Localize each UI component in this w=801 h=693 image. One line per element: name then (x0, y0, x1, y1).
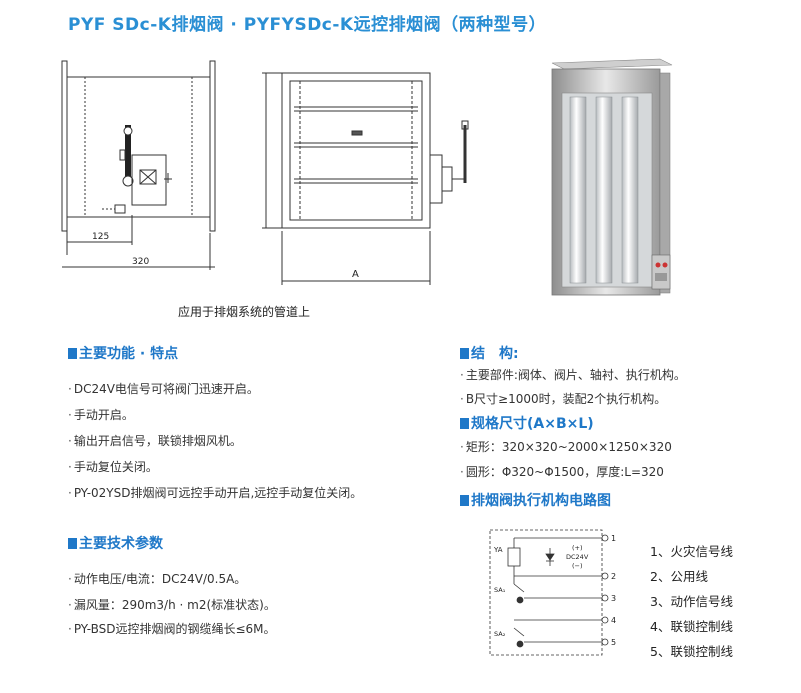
circuit-legend-item: 1、火灾信号线 (650, 544, 733, 559)
section-heading-structure: 结 构: (460, 343, 519, 363)
list-item: ·主要部件:阀体、阀片、轴衬、执行机构。 (460, 368, 686, 382)
circuit-legend-item: 4、联锁控制线 (650, 619, 733, 634)
damper-product-photo (551, 58, 673, 296)
list-item: ·动作电压/电流：DC24V/0.5A。 (68, 572, 247, 586)
list-item: ·PY-02YSD排烟阀可远控手动开启,远控手动复位关闭。 (68, 486, 363, 500)
heading-square-icon (68, 347, 77, 359)
svg-text:1: 1 (611, 534, 616, 543)
list-item: ·手动开启。 (68, 408, 134, 422)
actuator-circuit-diagram: YA SA₁ SA₂ (+) DC24V (−) 1 2 3 4 5 (489, 529, 616, 656)
svg-text:DC24V: DC24V (566, 553, 589, 561)
svg-text:5: 5 (611, 638, 616, 647)
list-item: ·输出开启信号，联锁排烟风机。 (68, 434, 242, 448)
svg-text:(+): (+) (572, 544, 583, 552)
section-heading-size: 规格尺寸(A×B×L) (460, 413, 594, 433)
section-heading-functions: 主要功能 · 特点 (68, 343, 178, 363)
page-title: PYF SDc-K排烟阀 · PYFYSDc-K远控排烟阀（两种型号） (68, 15, 547, 35)
dimension-320: 320 (132, 257, 149, 267)
svg-text:(−): (−) (572, 562, 583, 570)
list-item: ·手动复位关闭。 (68, 460, 158, 474)
svg-text:2: 2 (611, 572, 616, 581)
svg-text:3: 3 (611, 594, 616, 603)
circuit-legend-item: 2、公用线 (650, 569, 708, 584)
list-item: ·漏风量：290m3/h · m2(标准状态)。 (68, 598, 276, 612)
svg-text:SA₁: SA₁ (494, 586, 506, 594)
section-heading-tech: 主要技术参数 (68, 533, 163, 553)
heading-square-icon (460, 347, 469, 359)
dimension-125: 125 (92, 232, 109, 242)
heading-square-icon (460, 417, 469, 429)
svg-text:4: 4 (611, 616, 616, 625)
dimension-A: A (352, 269, 359, 280)
damper-technical-drawing: 125 320 (61, 60, 216, 270)
drawing-caption: 应用于排烟系统的管道上 (178, 305, 311, 319)
circuit-legend-item: 5、联锁控制线 (650, 644, 733, 659)
section-heading-circuit: 排烟阀执行机构电路图 (460, 490, 611, 510)
list-item: ·PY-BSD远控排烟阀的钢缆绳长≤6M。 (68, 622, 276, 636)
list-item: ·圆形：Φ320~Φ1500，厚度:L=320 (460, 465, 664, 479)
list-item: ·矩形：320×320~2000×1250×320 (460, 440, 672, 454)
heading-square-icon (460, 494, 469, 506)
svg-text:YA: YA (493, 546, 503, 554)
damper-front-view-drawing: B A (262, 72, 469, 285)
heading-square-icon (68, 537, 77, 549)
list-item: ·DC24V电信号可将阀门迅速开启。 (68, 382, 259, 396)
circuit-legend-item: 3、动作信号线 (650, 594, 733, 609)
list-item: ·B尺寸≥1000时，装配2个执行机构。 (460, 392, 667, 406)
svg-text:SA₂: SA₂ (494, 630, 506, 638)
